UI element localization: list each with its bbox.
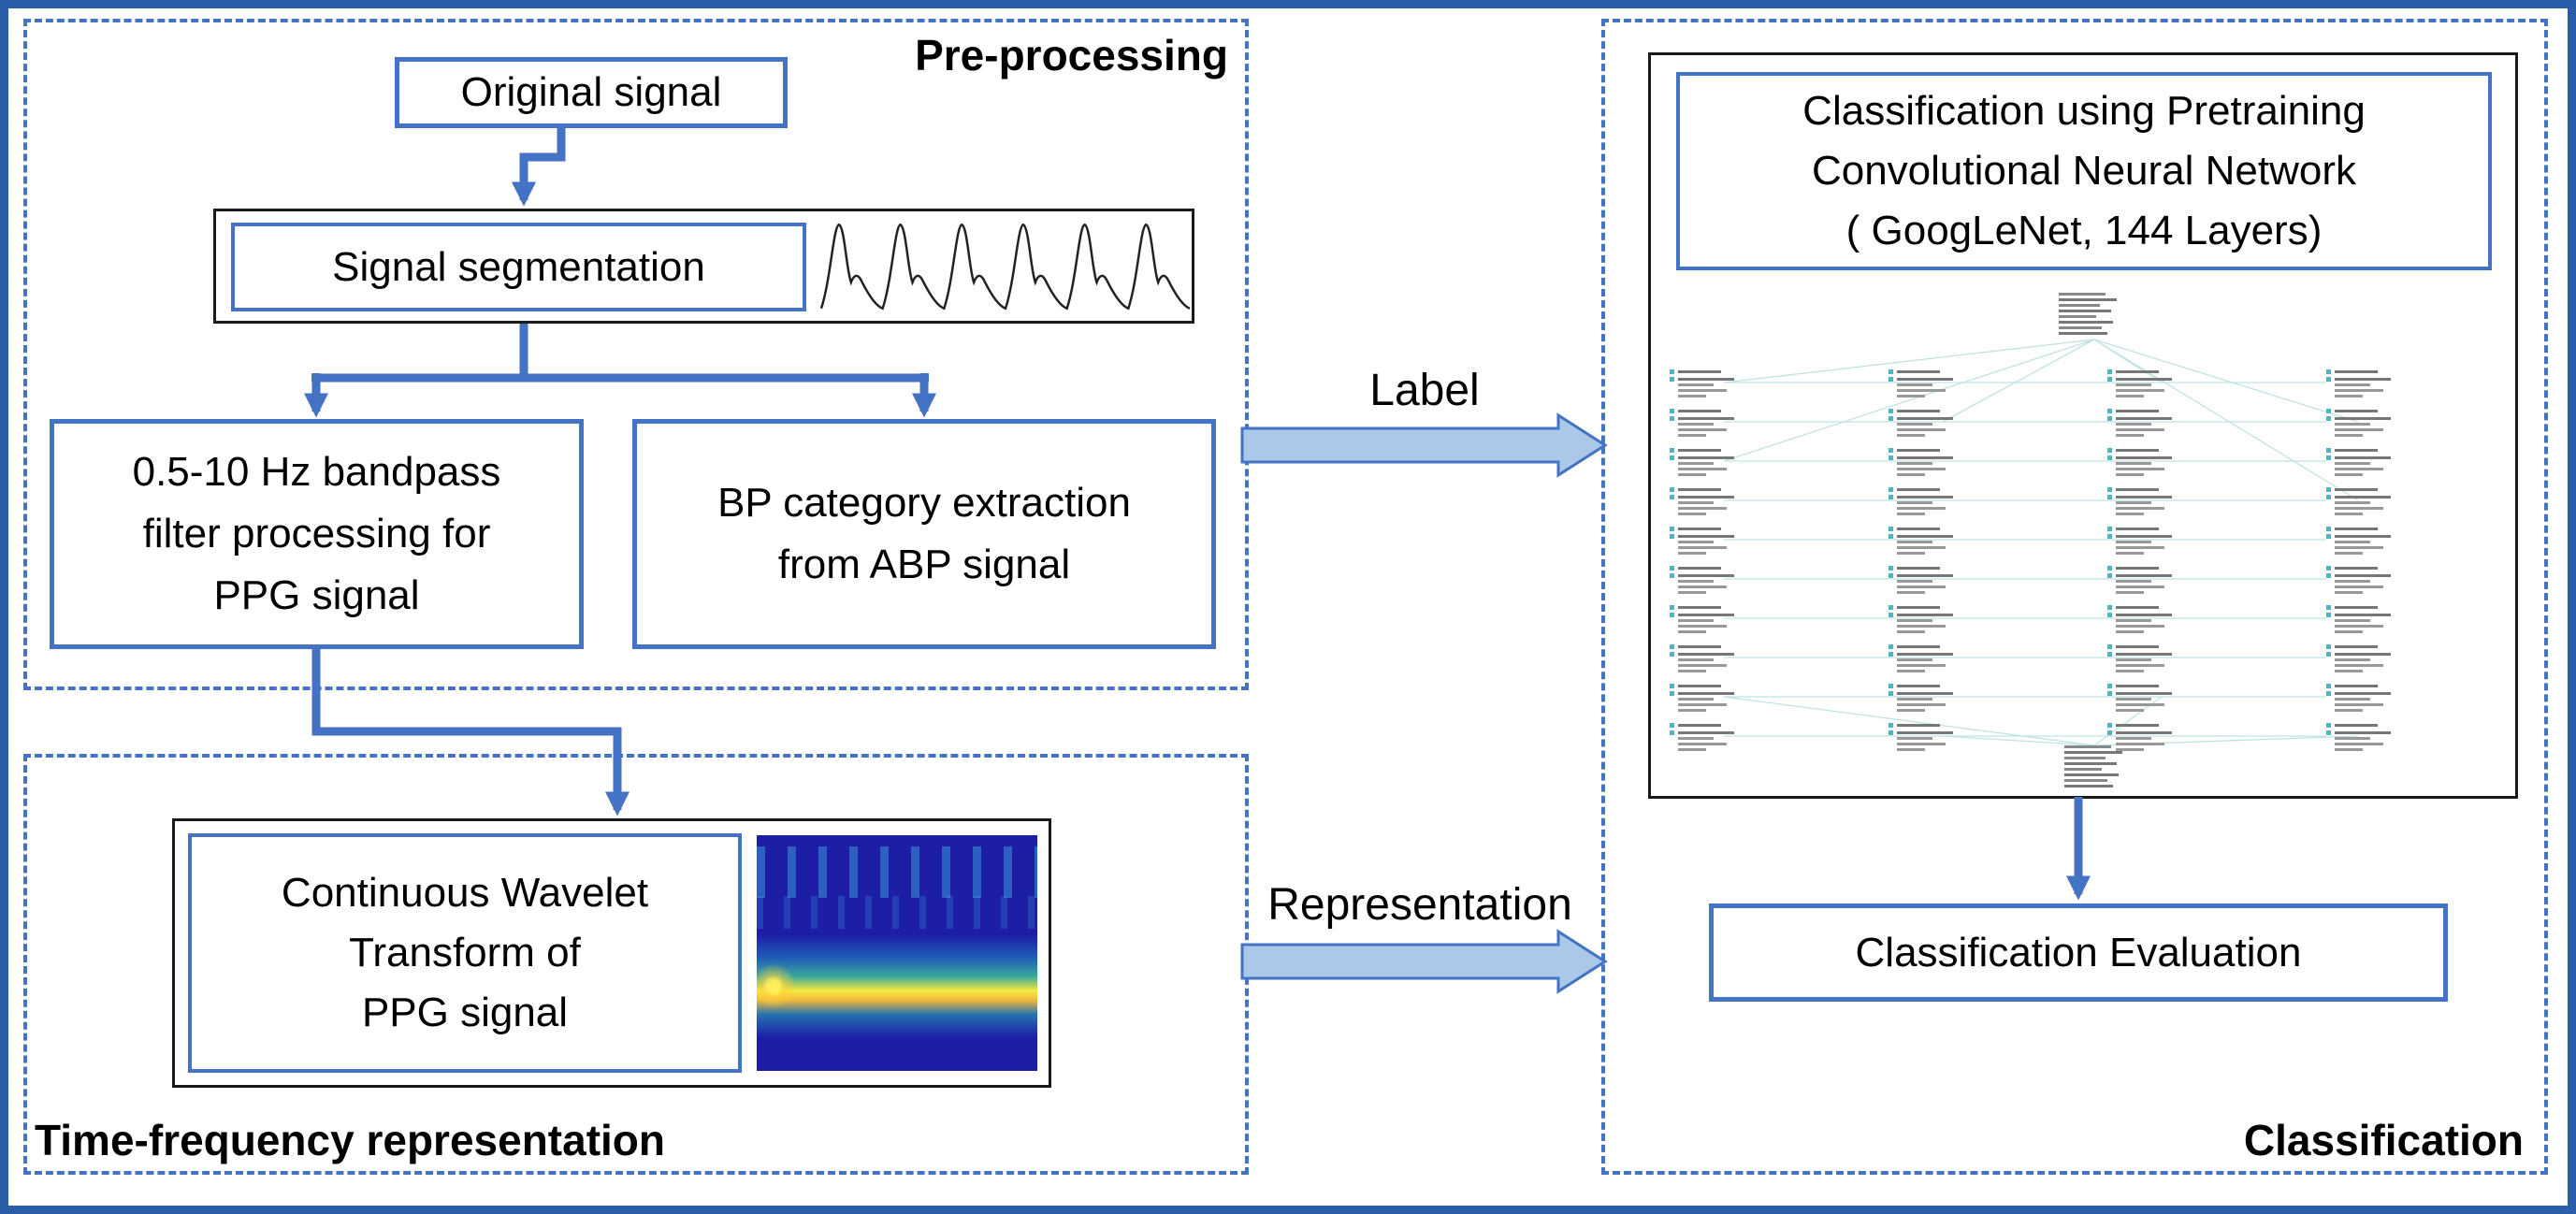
ppg-waveform-image (819, 223, 1191, 311)
waveform-path (819, 223, 1191, 311)
section-label-time-frequency: Time-frequency representation (35, 1116, 666, 1164)
googlenet-architecture-visual (1670, 293, 2391, 788)
bp-category-box: BP category extraction from ABP signal (632, 419, 1216, 649)
representation-arrow-text: Representation (1267, 880, 1572, 930)
label-arrow-text: Label (1369, 366, 1480, 415)
cnn-box: Classification using Pretraining Convolu… (1676, 72, 2492, 270)
label-block-arrow (1240, 412, 1608, 478)
section-time-frequency: Time-frequency representation (23, 754, 1249, 1175)
network-connection-lines (1723, 339, 2359, 746)
signal-segmentation-box: Signal segmentation (231, 223, 806, 311)
scalogram-image (757, 835, 1037, 1071)
section-label-preprocessing: Pre-processing (915, 31, 1228, 79)
classification-evaluation-box: Classification Evaluation (1709, 903, 2448, 1002)
segmentation-container: Signal segmentation (213, 209, 1194, 324)
section-classification: Classification (1601, 19, 2548, 1175)
original-signal-box: Original signal (395, 57, 788, 128)
representation-block-arrow (1240, 929, 1608, 994)
section-preprocessing: Pre-processing (23, 19, 1249, 690)
cwt-container: Continuous Wavelet Transform of PPG sign… (172, 818, 1051, 1088)
cnn-container: Classification using Pretraining Convolu… (1648, 52, 2518, 799)
section-label-classification: Classification (2243, 1116, 2524, 1164)
bandpass-filter-box: 0.5-10 Hz bandpass filter processing for… (50, 419, 584, 649)
cwt-box: Continuous Wavelet Transform of PPG sign… (188, 833, 742, 1073)
